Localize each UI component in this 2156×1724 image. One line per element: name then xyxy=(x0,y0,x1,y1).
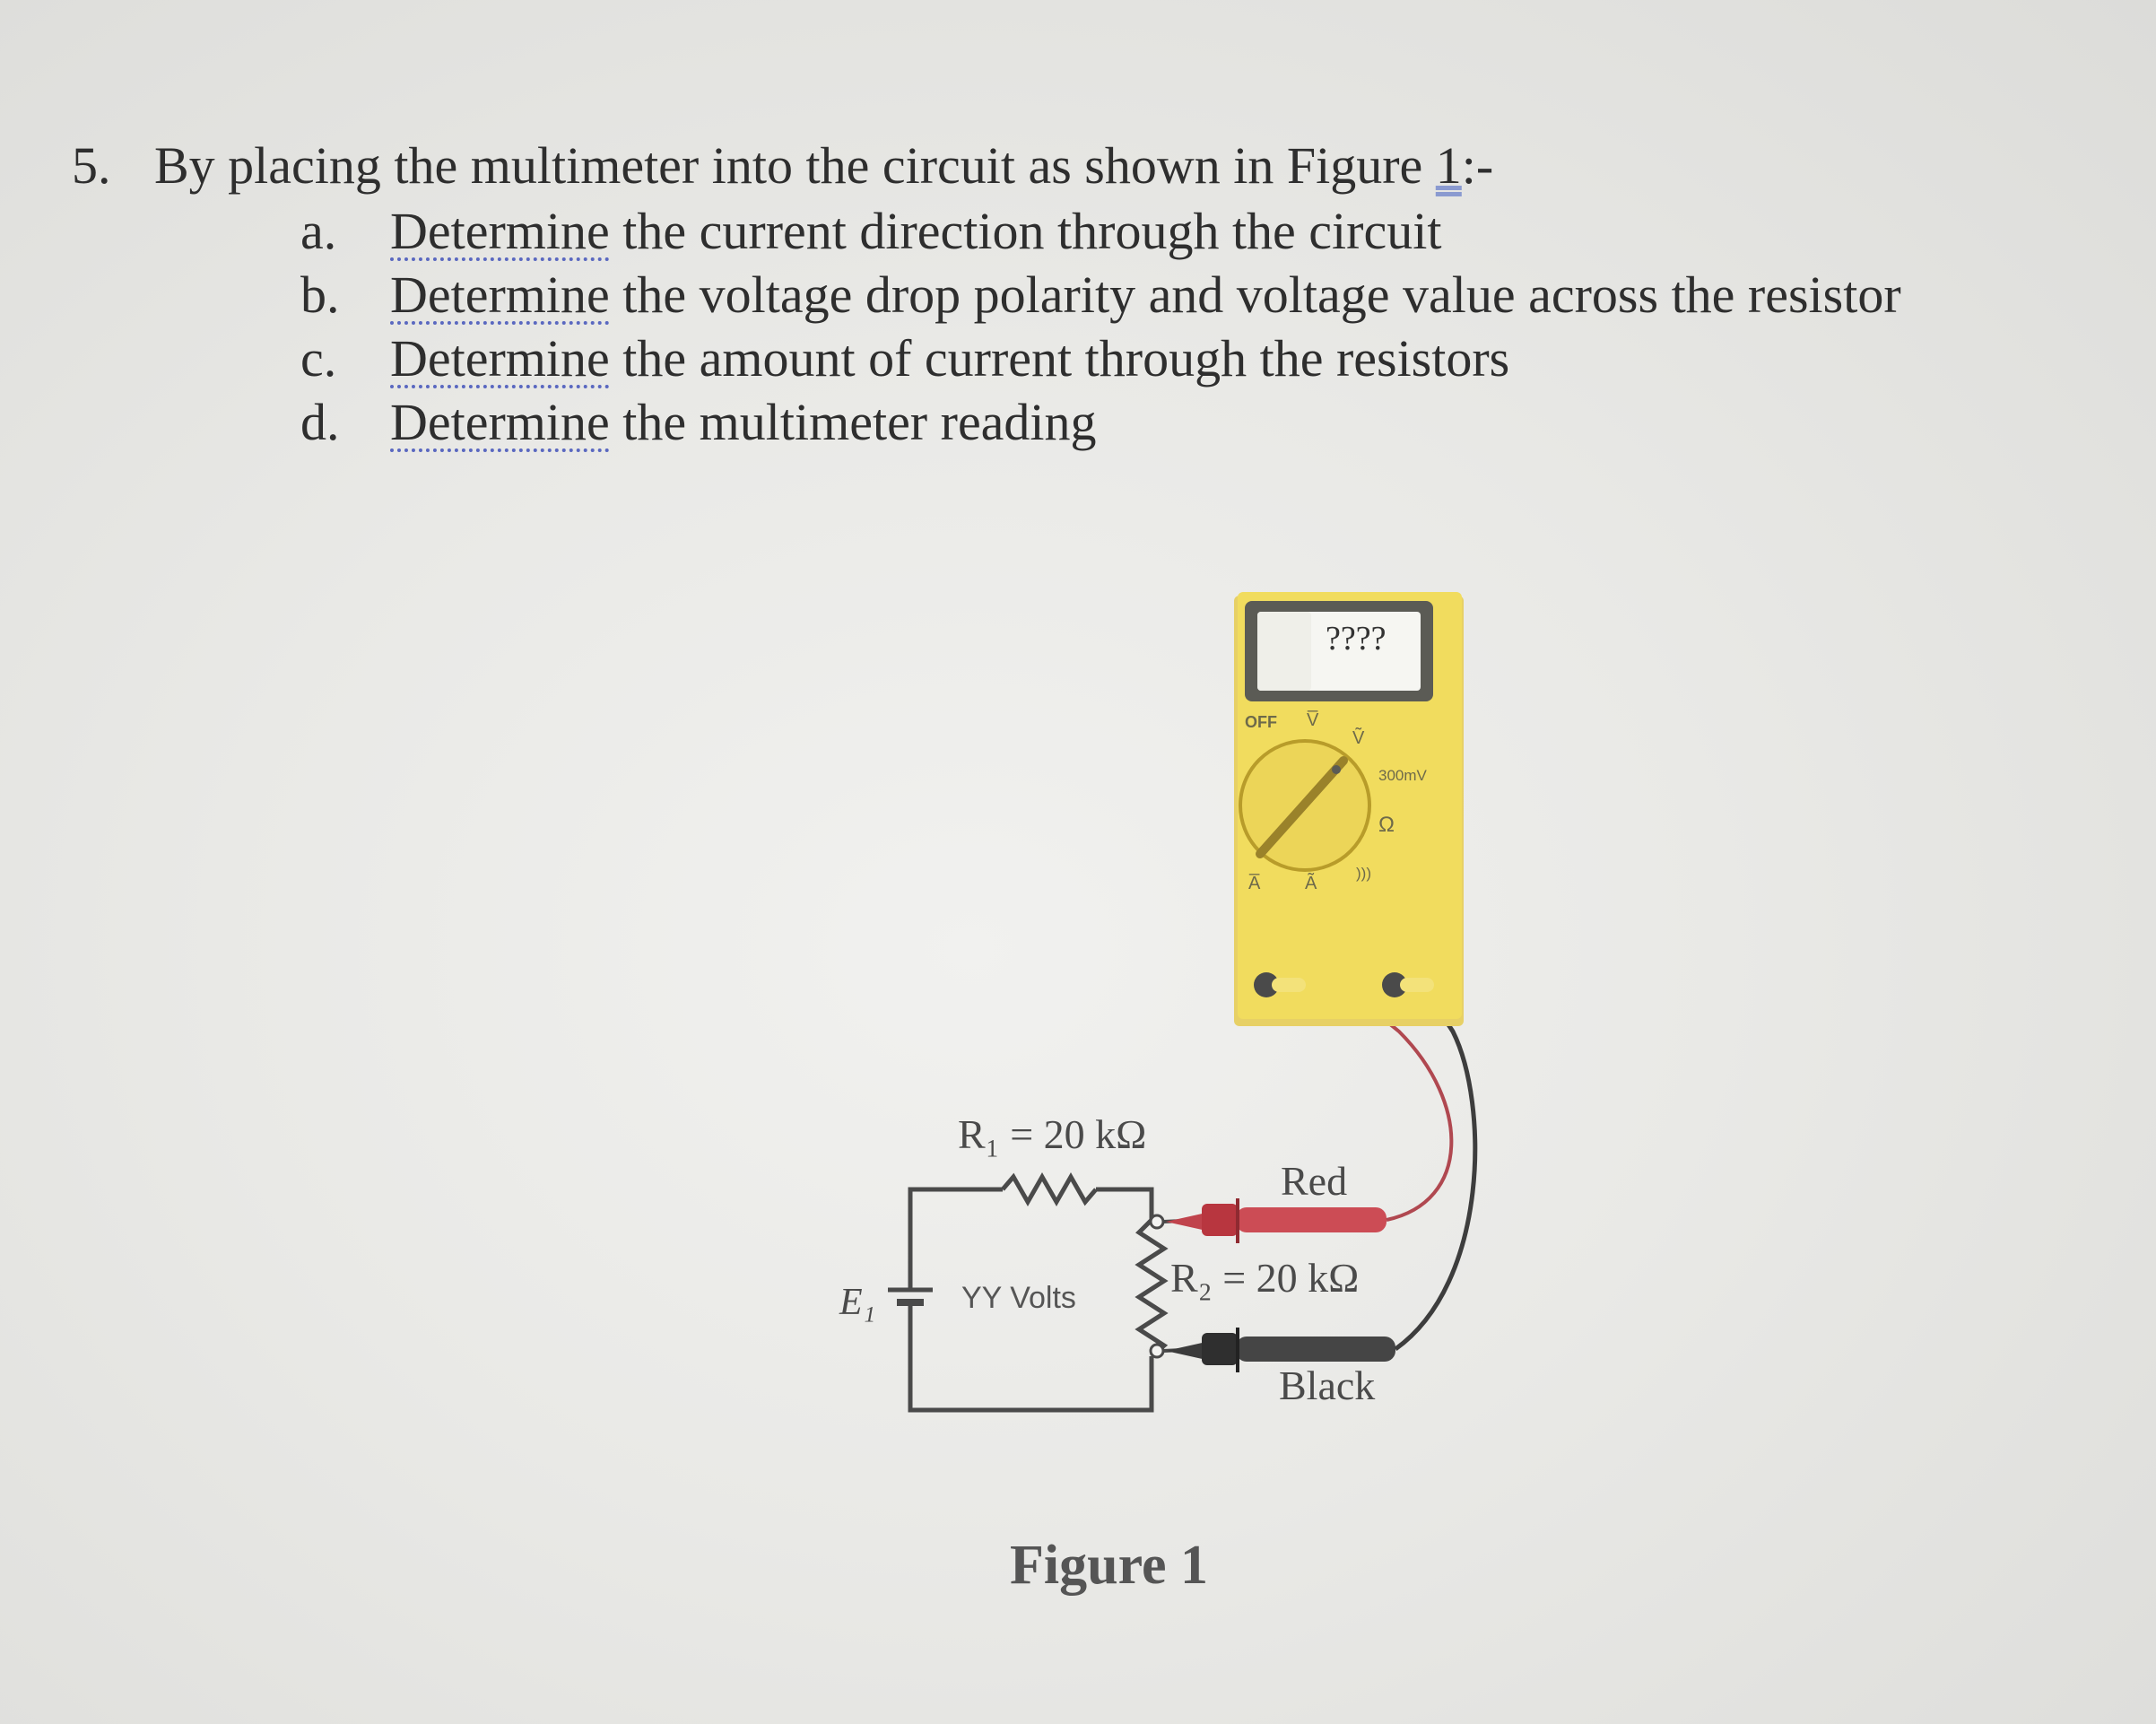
sub-question-verb: Determine xyxy=(390,393,610,451)
sub-question-text: the multimeter reading xyxy=(609,393,1097,451)
dial-label-dc-amps: A̅ xyxy=(1248,874,1261,893)
negative-terminal xyxy=(1382,972,1407,997)
dial-label-ac-amps: Ã xyxy=(1305,874,1317,893)
question-stem: 5. By placing the multimeter into the cir… xyxy=(72,135,1493,197)
node-bottom xyxy=(1149,1343,1165,1359)
resistor-r2-label: R₂ = 20 kΩ xyxy=(1170,1255,1360,1301)
sub-question-a: a. Determine the current direction throug… xyxy=(300,199,1901,263)
dial-label-millivolts: 300mV xyxy=(1378,767,1427,784)
sub-question-verb: Determine xyxy=(390,202,610,260)
sub-question-letter: a. xyxy=(300,202,337,260)
dial-label-ac-volts: Ṽ xyxy=(1352,728,1365,748)
battery-e1-symbol xyxy=(888,1274,933,1310)
question-text: By placing the multimeter into the circu… xyxy=(154,136,1436,195)
sub-question-letter: b. xyxy=(300,266,340,324)
resistor-r1-label: R₁ = 20 kΩ xyxy=(958,1111,1147,1157)
node-top xyxy=(1149,1214,1165,1230)
source-value-label: YY Volts xyxy=(961,1281,1076,1315)
black-probe xyxy=(1166,1328,1395,1372)
resistor-r2-symbol xyxy=(1135,1218,1169,1358)
multimeter xyxy=(1234,592,1464,1026)
sub-question-letter: d. xyxy=(300,393,340,451)
dial-label-dc-volts: V̅ xyxy=(1307,710,1319,730)
resistor-r1-symbol xyxy=(1001,1171,1098,1207)
sub-question-b: b. Determine the voltage drop polarity an… xyxy=(300,263,1901,327)
red-probe xyxy=(1166,1198,1387,1243)
sub-question-c: c. Determine the amount of current throug… xyxy=(300,327,1901,390)
source-label: E₁ xyxy=(839,1282,876,1323)
sub-question-text: the amount of current through the resist… xyxy=(609,329,1510,387)
sub-question-verb: Determine xyxy=(390,329,610,387)
figure-reference: 1 xyxy=(1435,136,1462,195)
sub-question-list: a. Determine the current direction throug… xyxy=(300,199,1901,454)
figure-caption: Figure 1 xyxy=(1010,1535,1208,1596)
dial-label-off: OFF xyxy=(1245,713,1277,731)
circuit-wires xyxy=(908,1171,1169,1413)
dial-pointer xyxy=(1256,756,1348,858)
sub-question-text: the current direction through the circui… xyxy=(609,202,1442,260)
dial-label-ohms: Ω xyxy=(1378,813,1395,837)
sub-question-letter: c. xyxy=(300,329,337,387)
sub-question-text: the voltage drop polarity and voltage va… xyxy=(609,266,1901,324)
sub-question-d: d. Determine the multimeter reading xyxy=(300,390,1901,454)
red-probe-label: Red xyxy=(1281,1158,1348,1204)
black-probe-label: Black xyxy=(1279,1363,1376,1408)
dial-label-continuity: ))) xyxy=(1356,865,1371,882)
multimeter-display-value: ???? xyxy=(1326,620,1387,657)
question-text-end: :- xyxy=(1461,136,1494,195)
sub-question-verb: Determine xyxy=(390,266,610,324)
question-number: 5. xyxy=(72,136,111,195)
positive-terminal xyxy=(1254,972,1279,997)
